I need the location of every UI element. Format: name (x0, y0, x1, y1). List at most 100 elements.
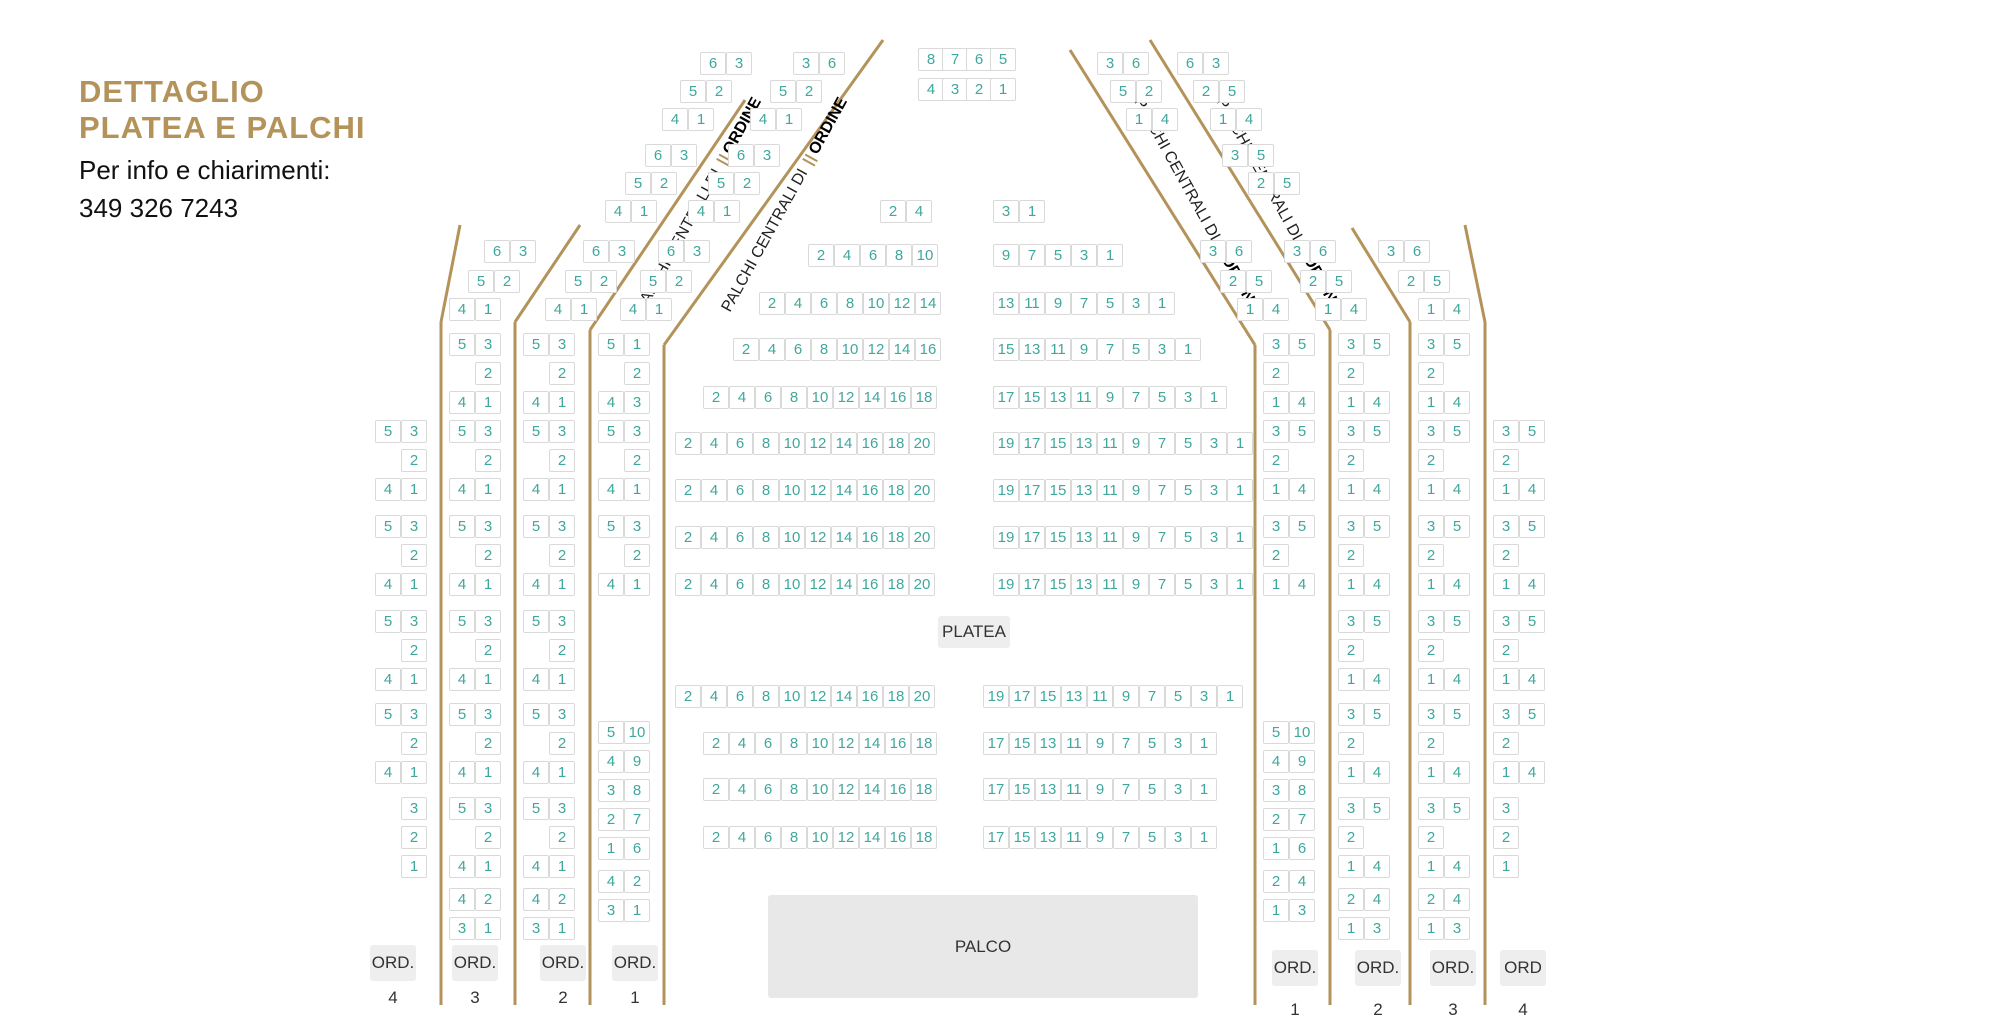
stall-seat[interactable]: 1 (1227, 432, 1253, 455)
box-seat[interactable]: 3 (475, 797, 501, 820)
stall-seat[interactable]: 13 (1045, 386, 1071, 409)
stall-seat[interactable]: 9 (1113, 685, 1139, 708)
box-seat[interactable]: 3 (1338, 333, 1364, 356)
box-seat[interactable]: 3 (549, 797, 575, 820)
box-seat[interactable]: 5 (523, 420, 549, 443)
box-seat[interactable]: 6 (966, 48, 992, 71)
stall-seat[interactable]: 4 (701, 685, 727, 708)
box-seat[interactable]: 4 (1263, 298, 1289, 321)
box-seat[interactable]: 4 (1519, 573, 1545, 596)
box-seat[interactable]: 3 (624, 420, 650, 443)
box-seat[interactable]: 3 (1418, 703, 1444, 726)
box-seat[interactable]: 5 (1274, 172, 1300, 195)
box-seat[interactable]: 4 (1364, 573, 1390, 596)
box-seat[interactable]: 4 (662, 108, 688, 131)
stall-seat[interactable]: 2 (808, 244, 834, 267)
box-seat[interactable]: 1 (475, 761, 501, 784)
box-seat[interactable]: 6 (1404, 240, 1430, 263)
box-seat[interactable]: 6 (700, 52, 726, 75)
box-seat[interactable]: 2 (401, 639, 427, 662)
box-seat[interactable]: 5 (1246, 270, 1272, 293)
box-seat[interactable]: 9 (1289, 750, 1315, 773)
stall-seat[interactable]: 11 (1061, 826, 1087, 849)
box-seat[interactable]: 4 (523, 761, 549, 784)
box-seat[interactable]: 6 (658, 240, 684, 263)
box-seat[interactable]: 1 (475, 855, 501, 878)
stall-seat[interactable]: 3 (1175, 386, 1201, 409)
box-seat[interactable]: 2 (651, 172, 677, 195)
box-seat[interactable]: 1 (401, 761, 427, 784)
box-seat[interactable]: 6 (728, 144, 754, 167)
stall-seat[interactable]: 5 (1175, 479, 1201, 502)
stall-seat[interactable]: 9 (1087, 732, 1113, 755)
stall-seat[interactable]: 6 (755, 778, 781, 801)
stall-seat[interactable]: 7 (1149, 432, 1175, 455)
stall-seat[interactable]: 17 (993, 386, 1019, 409)
box-seat[interactable]: 1 (1418, 478, 1444, 501)
box-seat[interactable]: 7 (942, 48, 968, 71)
box-seat[interactable]: 2 (1338, 639, 1364, 662)
box-seat[interactable]: 1 (1493, 573, 1519, 596)
box-seat[interactable]: 5 (770, 80, 796, 103)
stall-seat[interactable]: 12 (805, 573, 831, 596)
stall-seat[interactable]: 12 (889, 292, 915, 315)
box-seat[interactable]: 5 (449, 703, 475, 726)
stall-seat[interactable]: 13 (1035, 826, 1061, 849)
box-seat[interactable]: 4 (1236, 108, 1262, 131)
stall-seat[interactable]: 17 (1019, 573, 1045, 596)
stall-seat[interactable]: 1 (1227, 573, 1253, 596)
stall-seat[interactable]: 5 (1097, 292, 1123, 315)
box-seat[interactable]: 1 (1263, 391, 1289, 414)
stall-seat[interactable]: 20 (909, 573, 935, 596)
stall-seat[interactable]: 2 (675, 573, 701, 596)
stall-seat[interactable]: 4 (729, 826, 755, 849)
box-seat[interactable]: 4 (598, 573, 624, 596)
stall-seat[interactable]: 8 (781, 826, 807, 849)
box-seat[interactable]: 4 (545, 298, 571, 321)
box-seat[interactable]: 3 (1493, 420, 1519, 443)
stall-seat[interactable]: 14 (859, 732, 885, 755)
stall-seat[interactable]: 7 (1149, 479, 1175, 502)
box-seat[interactable]: 1 (631, 200, 657, 223)
stall-seat[interactable]: 10 (779, 685, 805, 708)
box-seat[interactable]: 3 (1418, 797, 1444, 820)
box-seat[interactable]: 1 (1418, 855, 1444, 878)
stall-seat[interactable]: 5 (1045, 244, 1071, 267)
box-seat[interactable]: 3 (1200, 240, 1226, 263)
stall-seat[interactable]: 3 (1201, 573, 1227, 596)
box-seat[interactable]: 5 (1444, 797, 1470, 820)
box-seat[interactable]: 2 (1338, 826, 1364, 849)
stall-seat[interactable]: 1 (1175, 338, 1201, 361)
stall-seat[interactable]: 10 (779, 479, 805, 502)
box-seat[interactable]: 3 (549, 333, 575, 356)
box-seat[interactable]: 1 (401, 573, 427, 596)
box-seat[interactable]: 3 (475, 420, 501, 443)
box-seat[interactable]: 5 (1444, 333, 1470, 356)
box-seat[interactable]: 1 (1493, 855, 1519, 878)
stall-seat[interactable]: 16 (885, 778, 911, 801)
stall-seat[interactable]: 16 (857, 685, 883, 708)
box-seat[interactable]: 5 (449, 797, 475, 820)
box-seat[interactable]: 4 (1364, 668, 1390, 691)
box-seat[interactable]: 1 (1418, 917, 1444, 940)
box-seat[interactable]: 4 (1444, 888, 1470, 911)
box-seat[interactable]: 3 (1289, 899, 1315, 922)
box-seat[interactable]: 3 (1338, 420, 1364, 443)
stall-seat[interactable]: 14 (889, 338, 915, 361)
box-seat[interactable]: 3 (1338, 610, 1364, 633)
stall-seat[interactable]: 4 (701, 479, 727, 502)
stall-seat[interactable]: 17 (1019, 526, 1045, 549)
stall-seat[interactable]: 13 (1035, 778, 1061, 801)
box-seat[interactable]: 3 (1493, 797, 1519, 820)
stall-seat[interactable]: 8 (753, 526, 779, 549)
box-seat[interactable]: 4 (598, 391, 624, 414)
stall-seat[interactable]: 1 (1227, 526, 1253, 549)
box-seat[interactable]: 8 (624, 779, 650, 802)
box-seat[interactable]: 6 (484, 240, 510, 263)
box-seat[interactable]: 3 (1222, 144, 1248, 167)
box-seat[interactable]: 2 (1263, 808, 1289, 831)
box-seat[interactable]: 4 (1444, 298, 1470, 321)
stall-seat[interactable]: 2 (703, 386, 729, 409)
box-seat[interactable]: 5 (523, 797, 549, 820)
stall-seat[interactable]: 20 (909, 685, 935, 708)
